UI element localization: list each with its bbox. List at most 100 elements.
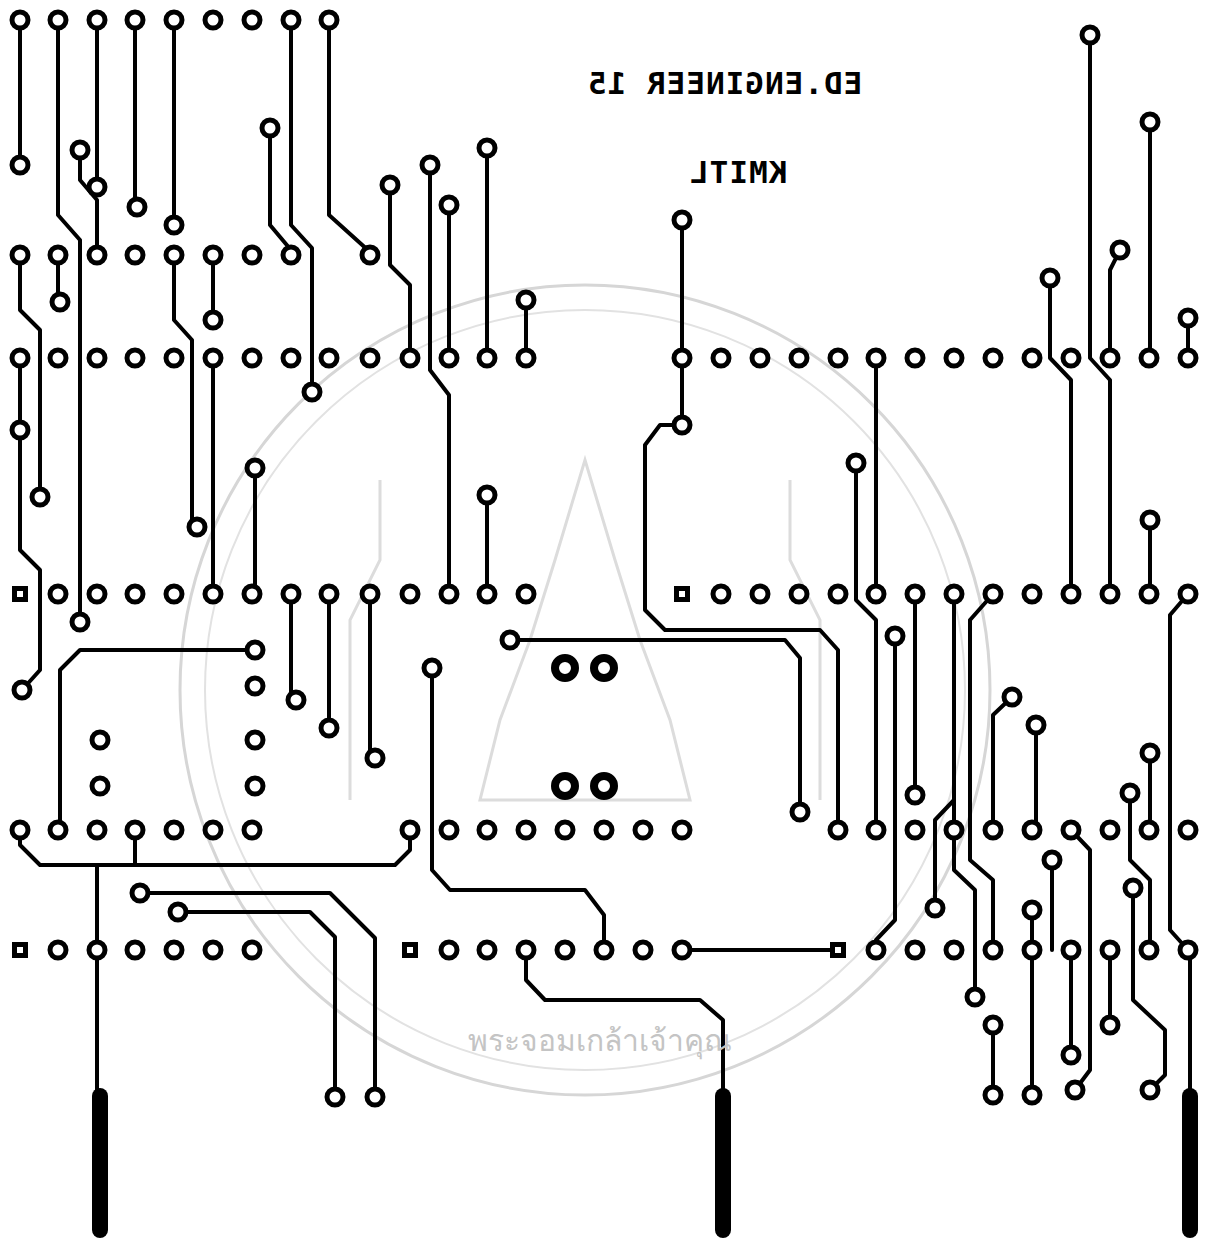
- copper-trace: [178, 912, 335, 1097]
- solder-pad: [321, 12, 337, 28]
- solder-pad: [52, 294, 68, 310]
- solder-pad: [1063, 350, 1079, 366]
- solder-pad: [674, 822, 690, 838]
- solder-pad: [1180, 350, 1196, 366]
- solder-pad: [985, 1087, 1001, 1103]
- solder-pad: [321, 350, 337, 366]
- square-pad: [12, 586, 28, 602]
- solder-pad: [1180, 822, 1196, 838]
- solder-pad: [1141, 586, 1157, 602]
- solder-pad: [166, 12, 182, 28]
- solder-pad: [12, 157, 28, 173]
- solder-pad: [12, 822, 28, 838]
- solder-pad: [713, 586, 729, 602]
- copper-trace: [211, 358, 215, 594]
- solder-pad: [72, 142, 88, 158]
- solder-pad: [1102, 350, 1118, 366]
- square-pad: [830, 942, 846, 958]
- solder-pad: [985, 1017, 1001, 1033]
- solder-pad: [92, 732, 108, 748]
- square-pad-hole: [407, 947, 413, 953]
- solder-pad: [518, 292, 534, 308]
- square-pad-hole: [17, 591, 23, 597]
- solder-pad: [205, 12, 221, 28]
- solder-pad: [127, 350, 143, 366]
- solder-pad: [441, 822, 457, 838]
- solder-pad: [1142, 745, 1158, 761]
- solder-pad: [830, 822, 846, 838]
- solder-pad: [89, 179, 105, 195]
- square-pad: [402, 942, 418, 958]
- solder-pad: [479, 140, 495, 156]
- large-pad: [594, 658, 614, 678]
- solder-pad: [166, 247, 182, 263]
- solder-pad: [205, 247, 221, 263]
- solder-pad: [985, 586, 1001, 602]
- solder-pad: [72, 614, 88, 630]
- solder-pad: [1028, 717, 1044, 733]
- copper-trace: [270, 128, 291, 250]
- solder-pad: [830, 350, 846, 366]
- solder-pad: [89, 247, 105, 263]
- copper-trace: [510, 640, 800, 810]
- solder-pad: [402, 586, 418, 602]
- copper-trace: [140, 893, 375, 1097]
- solder-pad: [288, 692, 304, 708]
- board-silkscreen-title: ED.ENGINEER 15: [587, 65, 862, 101]
- solder-pad: [327, 1089, 343, 1105]
- copper-trace: [970, 594, 993, 950]
- solder-pad: [244, 12, 260, 28]
- solder-pad: [367, 1089, 383, 1105]
- solder-pad: [205, 312, 221, 328]
- copper-trace: [645, 425, 838, 830]
- copper-trace: [680, 220, 684, 358]
- solder-pad: [1180, 586, 1196, 602]
- square-pad-hole: [679, 591, 685, 597]
- solder-pad: [985, 822, 1001, 838]
- copper-trace: [58, 20, 80, 620]
- solder-pad: [441, 197, 457, 213]
- solder-pad: [946, 822, 962, 838]
- solder-pad: [1063, 822, 1079, 838]
- solder-pad: [89, 12, 105, 28]
- solder-pad: [205, 350, 221, 366]
- copper-trace: [1133, 888, 1165, 1090]
- solder-pad: [283, 247, 299, 263]
- copper-trace: [172, 20, 176, 225]
- solder-pad: [205, 822, 221, 838]
- copper-trace: [20, 430, 40, 690]
- solder-pad: [1122, 785, 1138, 801]
- square-pad: [674, 586, 690, 602]
- solder-pad: [12, 422, 28, 438]
- solder-pad: [830, 586, 846, 602]
- copper-trace: [1034, 725, 1038, 830]
- solder-pad: [166, 822, 182, 838]
- copper-trace: [253, 468, 257, 594]
- solder-pad: [12, 350, 28, 366]
- solder-pad: [1024, 350, 1040, 366]
- copper-trace: [174, 255, 192, 525]
- solder-pad: [1180, 942, 1196, 958]
- solder-pad: [985, 350, 1001, 366]
- solder-pad: [89, 822, 105, 838]
- copper-trace: [1148, 122, 1152, 358]
- solder-pad: [12, 12, 28, 28]
- copper-trace: [876, 636, 895, 950]
- solder-pad: [129, 199, 145, 215]
- copper-trace: [1110, 250, 1120, 358]
- copper-trace: [935, 800, 954, 908]
- solder-pad: [321, 586, 337, 602]
- copper-trace: [18, 20, 22, 165]
- solder-pad: [518, 586, 534, 602]
- square-pad: [12, 942, 28, 958]
- solder-pad: [479, 942, 495, 958]
- solder-pad: [362, 247, 378, 263]
- solder-pad: [247, 460, 263, 476]
- solder-pad: [283, 350, 299, 366]
- solder-pad: [868, 942, 884, 958]
- copper-trace: [133, 20, 137, 205]
- solder-pad: [1082, 27, 1098, 43]
- solder-pad: [367, 750, 383, 766]
- solder-pad: [1141, 942, 1157, 958]
- solder-pad: [907, 586, 923, 602]
